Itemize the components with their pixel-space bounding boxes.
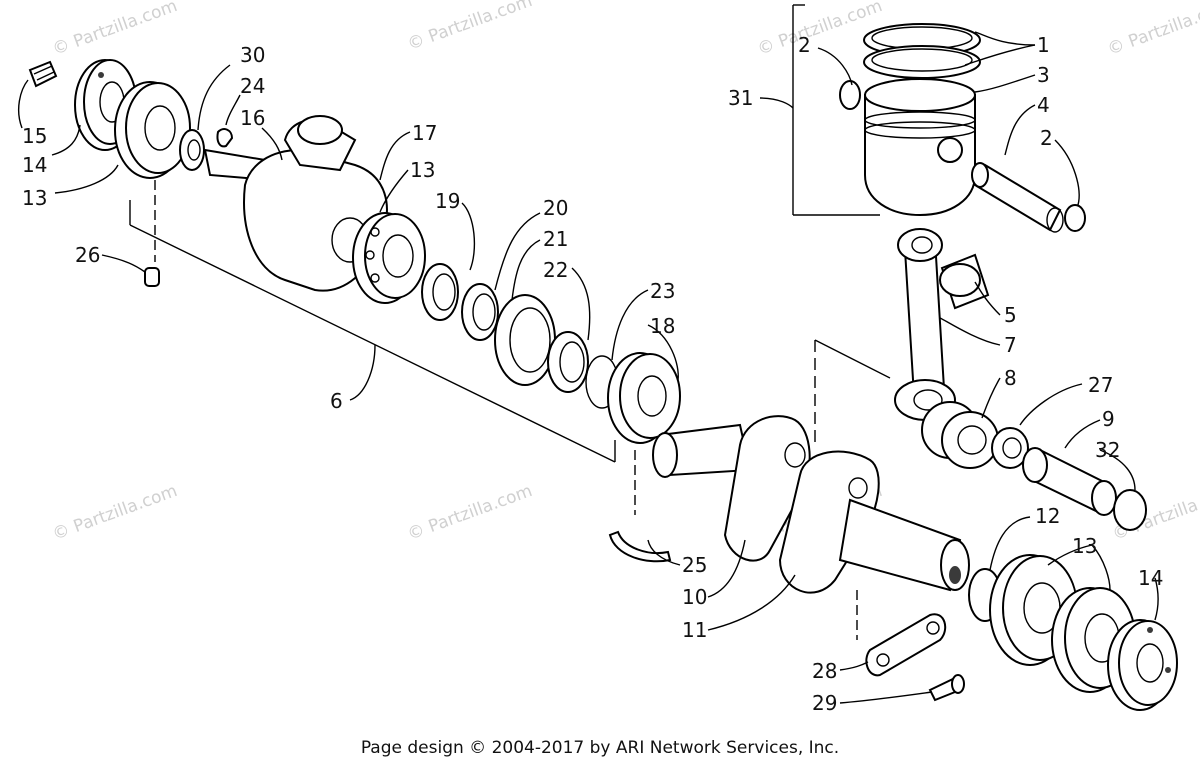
callout-label: 2 <box>798 33 811 57</box>
callout-label: 21 <box>543 227 568 251</box>
callout-label: 25 <box>682 553 707 577</box>
needle-bearing-part <box>921 401 999 469</box>
callout-label: 14 <box>22 153 47 177</box>
callout-label: 13 <box>1072 534 1097 558</box>
callout-label: 6 <box>330 389 343 413</box>
callout-label: 16 <box>240 106 265 130</box>
callout-label: 12 <box>1035 504 1060 528</box>
callout-label: 28 <box>812 659 837 683</box>
piston-part <box>864 78 976 217</box>
watermark: © Partzilla.com <box>405 481 535 545</box>
leader-lines <box>18 31 1159 704</box>
circlip-part <box>839 80 861 110</box>
circlip-part <box>1064 204 1086 232</box>
thrust-washer-part <box>991 427 1029 469</box>
copyright-footer: Page design © 2004-2017 by ARI Network S… <box>360 738 840 758</box>
watermark: © Partzilla.com <box>405 0 535 55</box>
leader-line <box>814 339 891 379</box>
callout-label: 4 <box>1037 93 1050 117</box>
callout-label: 3 <box>1037 63 1050 87</box>
needle-bearing-part <box>939 253 990 310</box>
retaining-clip-part <box>608 530 672 563</box>
spacer-ring-part <box>421 263 459 321</box>
callout-label: 10 <box>682 585 707 609</box>
washer-part <box>179 129 205 171</box>
dowel-pin-part <box>144 267 160 287</box>
callout-label: 22 <box>543 258 568 282</box>
oil-seal-part <box>1107 619 1178 711</box>
watermark: © Partzilla.com <box>755 0 885 60</box>
main-bearing-part <box>352 212 426 304</box>
crankshaft-half-part <box>203 115 388 292</box>
main-bearing-part <box>607 352 681 444</box>
callout-label: 14 <box>1138 566 1163 590</box>
callout-label: 20 <box>543 196 568 220</box>
callout-label: 32 <box>1095 438 1120 462</box>
callout-label: 27 <box>1088 373 1113 397</box>
callout-label: 31 <box>728 86 753 110</box>
callout-label: 13 <box>22 186 47 210</box>
crankshaft-part <box>652 415 970 594</box>
lock-plate-part <box>865 613 947 677</box>
callout-label: 1 <box>1037 33 1050 57</box>
piston-pin-part <box>971 162 1064 233</box>
callout-label: 26 <box>75 243 100 267</box>
woodruff-key-part <box>216 128 234 148</box>
callout-label: 9 <box>1102 407 1115 431</box>
watermark: © Partzilla.com <box>1105 0 1200 60</box>
watermark: © Partzilla.com <box>50 481 180 545</box>
callout-label: 5 <box>1004 303 1017 327</box>
screw-part <box>928 674 965 702</box>
callout-label: 11 <box>682 618 707 642</box>
callout-label: 7 <box>1004 333 1017 357</box>
crank-seal-part <box>494 294 556 386</box>
callout-label: 23 <box>650 279 675 303</box>
spacer-ring-part <box>547 331 589 393</box>
callout-label: 15 <box>22 124 47 148</box>
callout-label: 30 <box>240 43 265 67</box>
piston-bracket <box>792 4 880 216</box>
watermark: © Partzilla.com <box>50 0 180 60</box>
callout-label: 18 <box>650 314 675 338</box>
callout-label: 13 <box>410 158 435 182</box>
connecting-rod-part <box>894 228 956 421</box>
set-screw-part <box>28 60 58 88</box>
main-bearing-part <box>114 81 191 179</box>
snap-ring-part <box>1113 489 1147 531</box>
piston-rings-part <box>863 23 981 79</box>
crank-pin-part <box>1022 447 1117 516</box>
callout-label: 24 <box>240 74 265 98</box>
callout-label: 2 <box>1040 126 1053 150</box>
callout-label: 8 <box>1004 366 1017 390</box>
callout-label: 17 <box>412 121 437 145</box>
callout-label: 29 <box>812 691 837 715</box>
assembly-bracket <box>129 180 636 515</box>
callout-labels: 1 2 3 4 2 31 30 24 16 15 14 13 17 13 19 … <box>22 33 1163 715</box>
callout-label: 19 <box>435 189 460 213</box>
spacer-ring-part <box>461 283 499 341</box>
